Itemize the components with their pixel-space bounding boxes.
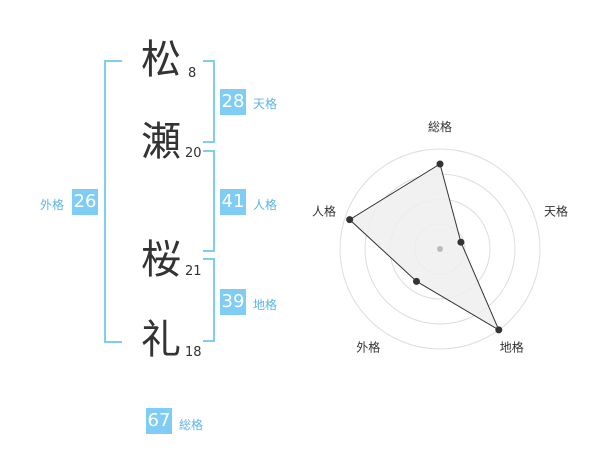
gaikaku-label: 外格 xyxy=(40,198,65,212)
name-char-4: 礼 xyxy=(141,317,181,363)
jinkaku-value: 41 xyxy=(220,189,246,215)
tenkaku-bracket xyxy=(203,60,215,143)
gaikaku-value: 26 xyxy=(72,189,98,215)
radar-point xyxy=(495,326,503,334)
outer-bracket xyxy=(104,60,122,343)
chikaku-bracket xyxy=(203,258,215,342)
stroke-count-2: 20 xyxy=(185,146,202,161)
jinkaku-bracket xyxy=(203,150,215,252)
radar-axis-label: 人格 xyxy=(312,203,336,218)
jinkaku-label: 人格 xyxy=(253,198,278,212)
stroke-count-1: 8 xyxy=(188,66,197,81)
radar-grid-ring xyxy=(339,148,541,350)
radar-axis-label: 外格 xyxy=(356,340,380,355)
radar-point xyxy=(436,160,444,168)
chikaku-value: 39 xyxy=(220,289,246,315)
radar-point xyxy=(412,277,420,285)
radar-area xyxy=(348,163,500,332)
soukaku-value: 67 xyxy=(146,408,172,434)
chikaku-label: 地格 xyxy=(253,298,278,312)
radar-center xyxy=(437,246,443,252)
radar-axis-label: 地格 xyxy=(500,340,524,355)
radar-point xyxy=(346,216,354,224)
stroke-count-4: 18 xyxy=(185,345,202,360)
radar-axis-label: 天格 xyxy=(544,203,568,218)
radar-point xyxy=(457,238,465,246)
name-char-2: 瀬 xyxy=(141,119,181,165)
name-char-3: 桜 xyxy=(141,237,181,283)
tenkaku-value: 28 xyxy=(220,89,246,115)
name-char-1: 松 xyxy=(141,37,181,83)
stroke-count-3: 21 xyxy=(185,264,202,279)
soukaku-label: 総格 xyxy=(179,418,204,432)
tenkaku-label: 天格 xyxy=(253,97,278,111)
radar-axis-label: 総格 xyxy=(428,119,452,134)
